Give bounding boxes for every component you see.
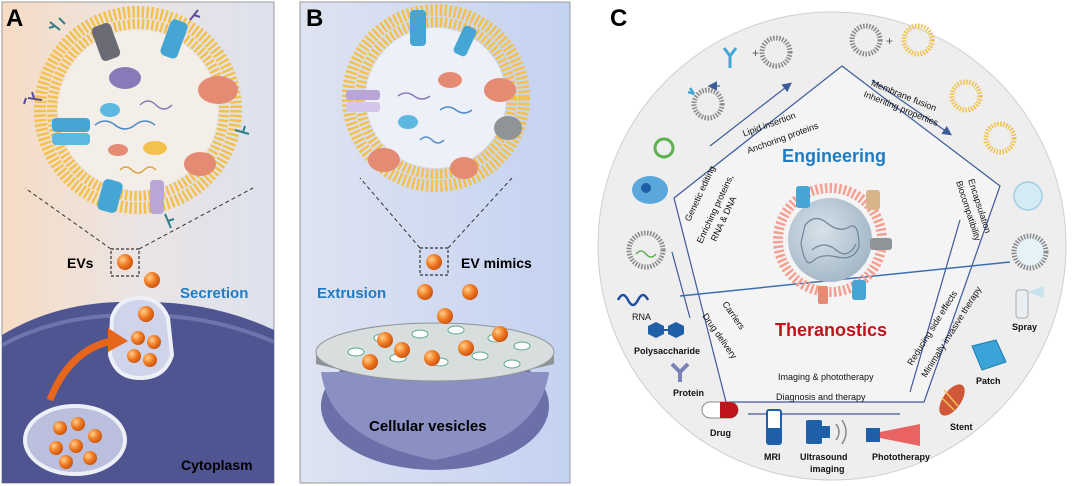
polysaccharide-label: Polysaccharide: [634, 346, 700, 356]
lipid-insertion-illustration: +: [687, 35, 793, 121]
ev-membrane-a: [23, 6, 250, 229]
polysaccharide-icon: [648, 322, 684, 338]
ev-mimics-label: EV mimics: [461, 255, 532, 271]
rna-label: RNA: [632, 312, 651, 322]
panel-c-letter: C: [610, 5, 627, 32]
panel-c: + +: [597, 5, 1067, 481]
imaging-phototherapy-label: Imaging & phototherapy: [778, 372, 874, 382]
drug-icon: [701, 401, 739, 419]
mri-label: MRI: [764, 452, 781, 462]
stent-label: Stent: [950, 422, 973, 432]
ultrasound-label-2: imaging: [810, 464, 845, 474]
stent-icon: [939, 384, 965, 416]
panel-b-letter: B: [306, 5, 323, 32]
theranostics-label: Theranostics: [775, 320, 887, 340]
svg-text:+: +: [886, 34, 893, 48]
rna-icon: [616, 293, 650, 307]
panel-a: A EVs Secretion Cytoplasm: [1, 1, 275, 484]
ultrasound-label-1: Ultrasound: [800, 452, 848, 462]
membrane-fusion-illustration: +: [849, 23, 1017, 155]
spray-label: Spray: [1012, 322, 1037, 332]
cytoplasm-label: Cytoplasm: [181, 457, 253, 473]
patch-label: Patch: [976, 376, 1001, 386]
extrusion-label: Extrusion: [317, 285, 386, 302]
engineered-vesicle: [773, 183, 892, 304]
panel-a-letter: A: [6, 5, 23, 32]
ev-mimic-membrane: [342, 4, 530, 192]
secretion-label: Secretion: [180, 285, 248, 302]
cellular-vesicles-label: Cellular vesicles: [369, 418, 487, 435]
genetic-editing-illustration: [626, 137, 675, 270]
mimic-zoom-box: [419, 247, 449, 276]
ev-zoom-box: [110, 248, 140, 277]
diagnosis-therapy-label: Diagnosis and therapy: [776, 392, 866, 402]
phototherapy-icon: [866, 424, 920, 446]
spray-icon: [1015, 286, 1044, 319]
patch-icon: [971, 339, 1007, 371]
mri-icon: [766, 409, 782, 445]
encapsulation-illustration: [1011, 181, 1049, 271]
evs-label: EVs: [67, 255, 94, 271]
panel-b: B EV mimics Extrusion Cellular vesicles: [299, 1, 571, 484]
engineering-label: Engineering: [782, 146, 886, 166]
svg-text:+: +: [752, 46, 759, 60]
secretion-arrow: [46, 336, 117, 402]
protein-label: Protein: [673, 388, 704, 398]
drug-label: Drug: [710, 428, 731, 438]
phototherapy-label: Phototherapy: [872, 452, 930, 462]
protein-icon: [670, 362, 690, 382]
ultrasound-icon: [806, 419, 847, 445]
